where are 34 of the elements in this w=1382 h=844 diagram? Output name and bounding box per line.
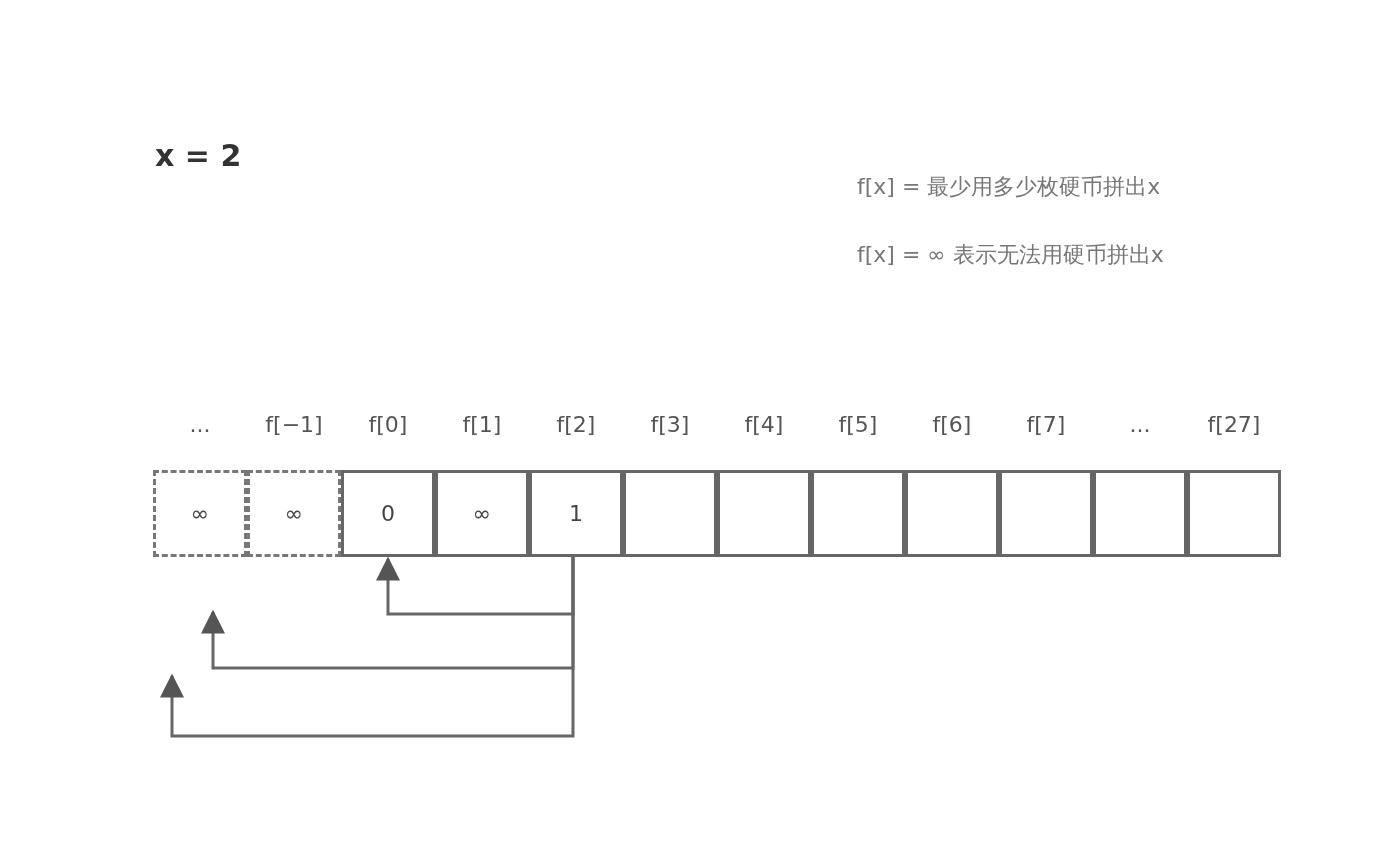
cell-value: 0 (381, 501, 395, 526)
definition-note: f[x] = ∞ 表示无法用硬币拼出x (857, 241, 1164, 269)
index-label: f[5] (838, 412, 878, 437)
cell-value: ∞ (284, 501, 304, 526)
array-cell (717, 470, 811, 557)
array-cell (1093, 470, 1187, 557)
index-label: f[6] (932, 412, 972, 437)
index-label: ... (189, 412, 211, 437)
cell-value: ∞ (472, 501, 492, 526)
index-label: f[−1] (265, 412, 323, 437)
array-cell (435, 470, 529, 557)
cell-value: 1 (569, 501, 583, 526)
index-label: f[2] (556, 412, 596, 437)
array-cell (905, 470, 999, 557)
array-cell (811, 470, 905, 557)
array-cell (1187, 470, 1281, 557)
index-label: f[27] (1207, 412, 1261, 437)
index-label: f[3] (650, 412, 690, 437)
index-label: f[7] (1026, 412, 1066, 437)
array-cell (623, 470, 717, 557)
variable-label: x = 2 (155, 138, 242, 173)
array-cell (341, 470, 435, 557)
definition-note: f[x] = 最少用多少枚硬币拼出x (857, 173, 1161, 201)
dashed-array-cell (153, 470, 247, 557)
array-cell (529, 470, 623, 557)
dashed-array-cell (247, 470, 341, 557)
arrow (160, 557, 575, 738)
arrow (376, 556, 575, 616)
array-cell (999, 470, 1093, 557)
index-label: f[4] (744, 412, 784, 437)
index-label: ... (1129, 412, 1151, 437)
index-label: f[0] (368, 412, 408, 437)
cell-value: ∞ (190, 501, 210, 526)
index-label: f[1] (462, 412, 502, 437)
